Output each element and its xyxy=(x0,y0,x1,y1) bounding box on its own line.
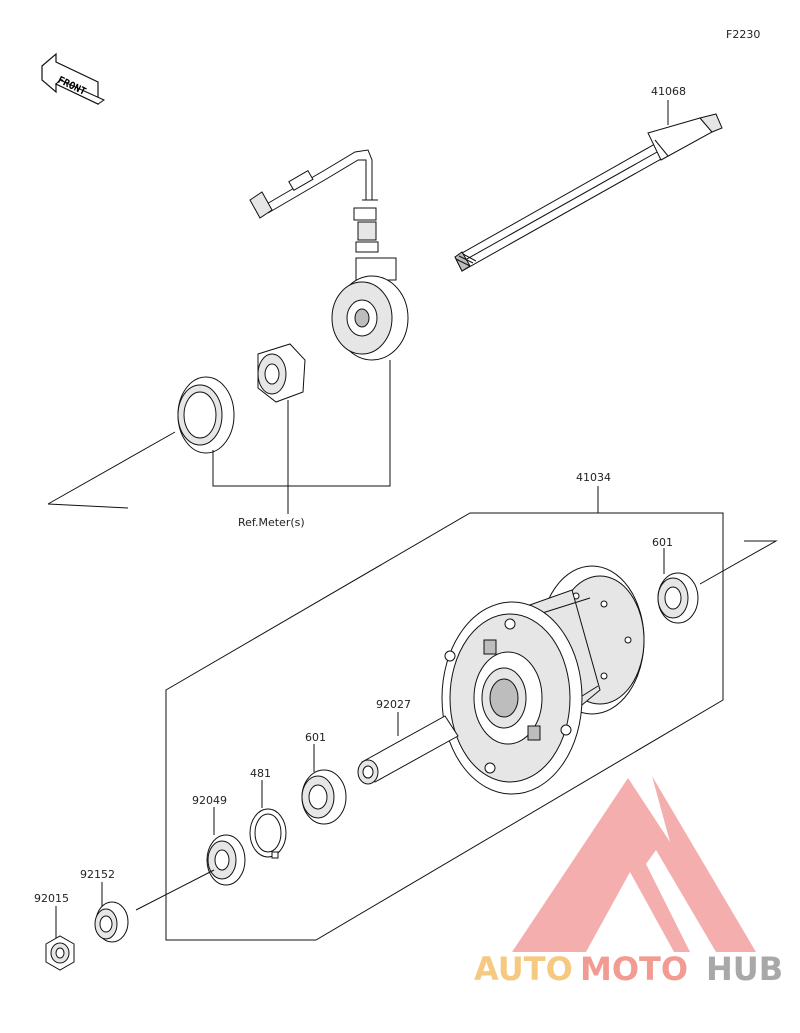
watermark-hub: HUB xyxy=(706,950,783,988)
watermark-auto: AUTO xyxy=(474,950,573,988)
meter-gear-housing xyxy=(331,257,409,361)
label-41068: 41068 xyxy=(651,85,686,98)
spacer-tube xyxy=(357,715,459,785)
label-92027: 92027 xyxy=(376,698,411,711)
label-481: 481 xyxy=(250,767,271,780)
bearing-right xyxy=(657,572,699,624)
hub-oil-seal xyxy=(206,834,246,886)
meter-cable xyxy=(249,149,379,253)
bearing-left xyxy=(301,769,347,825)
figure-code: F2230 xyxy=(726,28,760,41)
leader-seal-left xyxy=(47,431,176,505)
automotohub-logo: AUTO MOTO HUB xyxy=(474,776,783,988)
hub-bracket xyxy=(165,500,724,941)
ref-meter-label: Ref.Meter(s) xyxy=(238,516,305,529)
collar xyxy=(94,901,129,943)
label-92152: 92152 xyxy=(80,868,115,881)
label-601-right: 601 xyxy=(652,536,673,549)
meter-gear-drive xyxy=(257,343,306,403)
wheel-hub xyxy=(441,565,645,795)
meter-oil-seal xyxy=(177,376,235,454)
watermark-moto: MOTO xyxy=(580,950,688,988)
label-92015: 92015 xyxy=(34,892,69,905)
front-arrow-icon: FRONT xyxy=(41,52,106,105)
label-92049: 92049 xyxy=(192,794,227,807)
leader-right-arrow xyxy=(699,540,778,585)
circlip xyxy=(249,808,287,859)
label-41034: 41034 xyxy=(576,471,611,484)
axle-shaft xyxy=(454,113,723,272)
ref-bracket xyxy=(212,360,391,487)
label-601-left: 601 xyxy=(305,731,326,744)
axle-nut xyxy=(45,935,75,971)
leader-seal-base xyxy=(47,503,129,509)
leader-collar-seal xyxy=(135,869,215,911)
